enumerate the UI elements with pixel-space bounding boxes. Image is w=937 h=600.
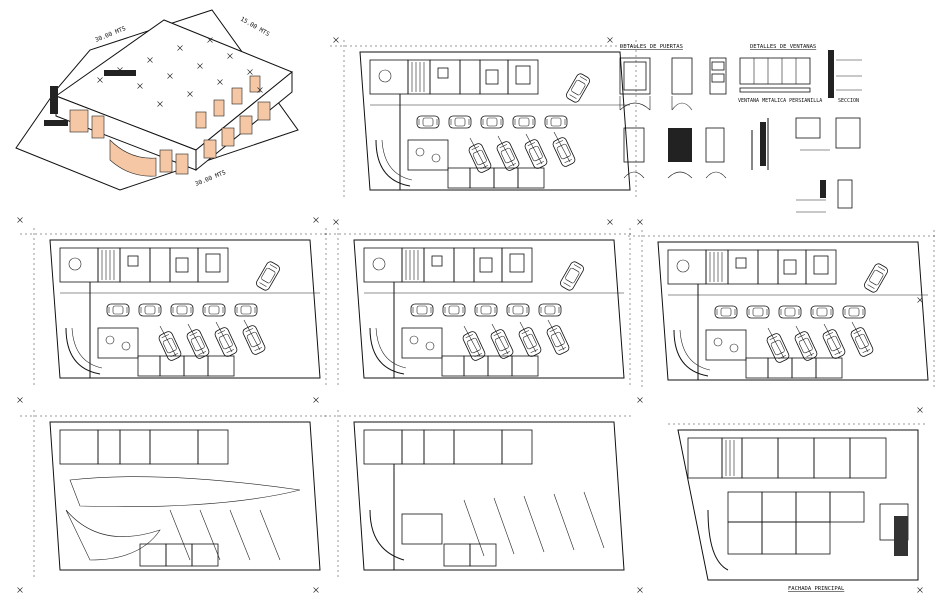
floor-plan-bottom-left [20, 410, 330, 580]
isometric-building: 30.00 MTS 15.00 MTS 30.00 MTS [15, 9, 299, 191]
windows-detail-title: DETALLES DE VENTANAS [750, 44, 816, 50]
floor-plan-top [330, 40, 640, 200]
stair-window-note: VENTANA METALICA PERSIANILLA [738, 98, 822, 104]
facade-label: FACHADA PRINCIPAL [788, 586, 845, 592]
floor-plan-bottom-center [324, 410, 634, 580]
section-label: SECCION [838, 98, 859, 104]
doors-detail-title: DETALLES DE PUERTAS [620, 44, 683, 50]
details-panel: DETALLES DE PUERTAS DETALLES DE VENTANAS… [619, 44, 862, 213]
floor-plan-mid-left [20, 228, 330, 388]
floor-plan-mid-center [324, 228, 634, 388]
iso-dim-right: 15.00 MTS [239, 16, 271, 39]
iso-dim-top: 30.00 MTS [94, 25, 127, 44]
iso-dim-bottom: 30.00 MTS [194, 169, 227, 188]
floor-plan-bottom-right: FACHADA PRINCIPAL [668, 423, 928, 592]
floor-plan-mid-right [628, 230, 937, 390]
